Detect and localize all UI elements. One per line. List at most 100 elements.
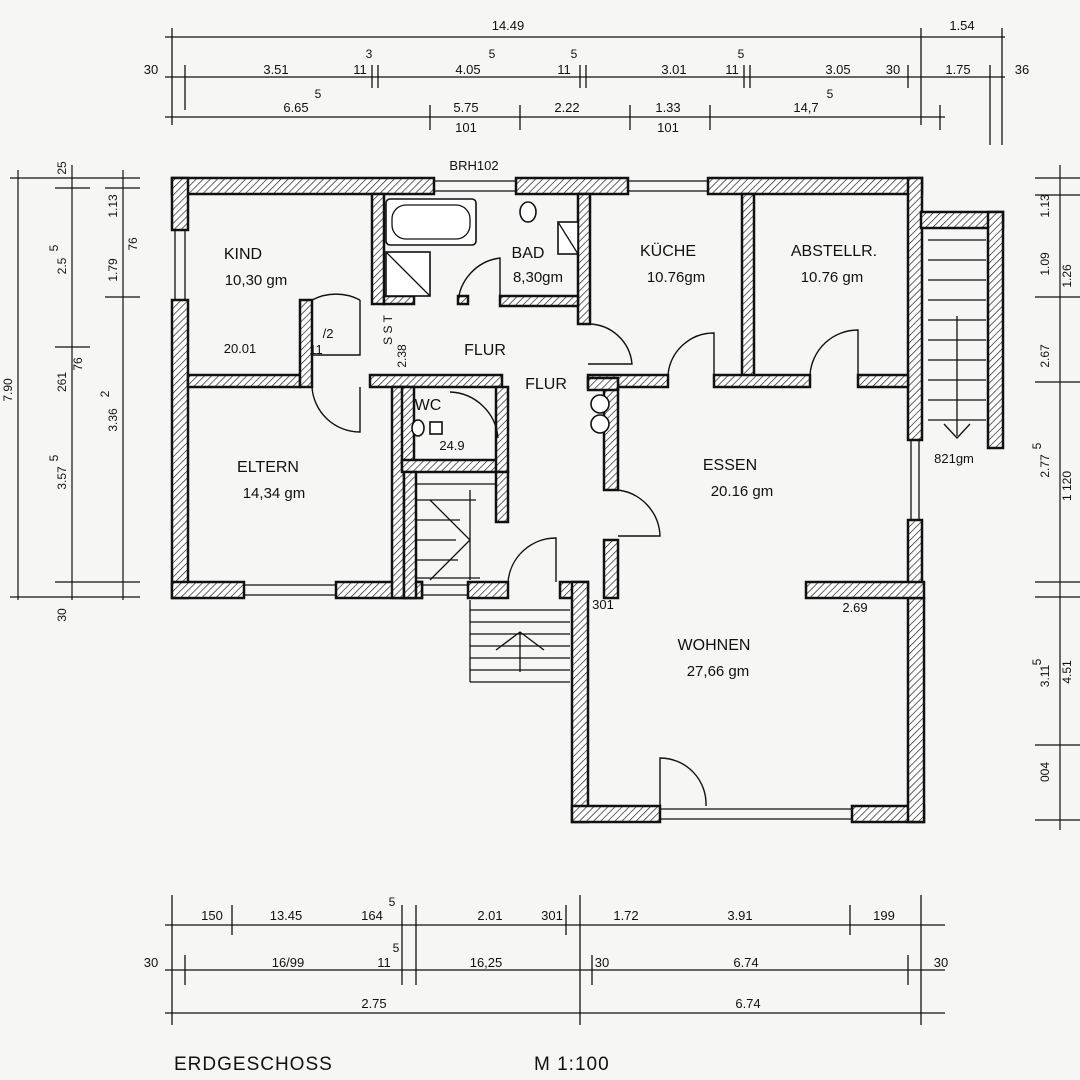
dim-left-sup5b: 5: [47, 454, 61, 461]
dim-top-36: 36: [1015, 62, 1029, 77]
dim-top-4-05: 4.05: [455, 62, 480, 77]
walls: [170, 176, 1005, 824]
dim-top-sup5e: 5: [827, 87, 834, 101]
dim-bottom-164: 164: [361, 908, 383, 923]
label-2-38: 2.38: [395, 344, 409, 368]
room-name-wohnen: WOHNEN: [678, 637, 751, 654]
dim-top-3: 3: [366, 47, 373, 61]
room-area-eltern: 14,34 gm: [243, 485, 306, 502]
dim-top-3-01: 3.01: [661, 62, 686, 77]
dim-left-25: 25: [55, 161, 69, 175]
inner-labels: BRH102 20.01 11 /2 S S T 2.38 301 2.69 8…: [224, 158, 974, 615]
dim-bottom-11: 11: [377, 955, 391, 970]
dim-bottom-2-75: 2.75: [361, 996, 386, 1011]
room-area-wohnen: 27,66 gm: [687, 663, 750, 680]
dim-right-sup5b: 5: [1030, 658, 1044, 665]
room-name-kind: KIND: [224, 246, 262, 263]
dim-right-4-51: 4.51: [1060, 660, 1074, 684]
dim-left-3-36: 3.36: [106, 408, 120, 432]
dim-top-2-22: 2.22: [554, 100, 579, 115]
dim-top-30: 30: [144, 62, 158, 77]
room-area-abstellraum: 10.76 gm: [801, 269, 864, 286]
dim-bottom-150: 150: [201, 908, 223, 923]
dim-left-sup5a: 5: [47, 244, 61, 251]
room-area-bad: 8,30gm: [513, 269, 563, 286]
room-name-abstellraum: ABSTELLR.: [791, 243, 877, 260]
dim-top-overall-right: 1.54: [949, 18, 974, 33]
dim-bottom-301: 301: [541, 908, 563, 923]
room-name-flur: FLUR: [464, 342, 506, 359]
dim-top-30b: 30: [886, 62, 900, 77]
dim-left-3-57: 3.57: [55, 466, 69, 490]
dim-bottom-sup5b: 5: [393, 941, 400, 955]
dim-right-1-120: 1 120: [1060, 471, 1074, 501]
dim-top-sup5a: 5: [489, 47, 496, 61]
label-20-01: 20.01: [224, 341, 257, 356]
dim-top-sup5b: 5: [571, 47, 578, 61]
room-name-eltern: ELTERN: [237, 459, 299, 476]
label-301: 301: [592, 597, 614, 612]
dim-bottom-16-99: 16/99: [272, 955, 305, 970]
dim-left-30: 30: [55, 608, 69, 622]
dim-bottom-30a: 30: [144, 955, 158, 970]
dim-left-76a: 76: [71, 357, 85, 371]
dimension-texts-left: 7.90 30 25 2.5 5 261 76 3.57 5 1.13 1.79…: [1, 161, 140, 622]
dim-top-1-33: 1.33: [655, 100, 680, 115]
dim-top-5-75: 5.75: [453, 100, 478, 115]
dim-bottom-30b: 30: [595, 955, 609, 970]
dimension-texts-bottom: 150 13.45 164 5 2.01 301 1.72 3.91 199 3…: [144, 895, 948, 1011]
room-name-bad: BAD: [512, 245, 545, 262]
room-name-wc: WC: [415, 397, 442, 414]
dim-bottom-1-72: 1.72: [613, 908, 638, 923]
dimension-texts-top: 14.49 1.54 30 3.51 11 3 4.05 5 11 5 3.01…: [144, 18, 1029, 135]
dim-top-11b: 11: [557, 62, 571, 77]
label-2-69: 2.69: [842, 600, 867, 615]
room-area-kueche: 10.76gm: [647, 269, 705, 286]
brh-label: BRH102: [449, 158, 498, 173]
dim-right-1-09: 1.09: [1038, 252, 1052, 276]
dim-bottom-3-91: 3.91: [727, 908, 752, 923]
drawing-scale: M 1:100: [534, 1054, 610, 1075]
dim-top-11a: 11: [353, 62, 367, 77]
dimension-texts-right: 1.13 1.09 1.26 2.67 2.77 5 3.11 5 004 1 …: [1030, 194, 1074, 782]
dim-top-sup5c: 5: [738, 47, 745, 61]
dim-bottom-199: 199: [873, 908, 895, 923]
dim-left-1-13: 1.13: [106, 194, 120, 218]
dim-bottom-6-74a: 6.74: [733, 955, 758, 970]
dim-top-6-65: 6.65: [283, 100, 308, 115]
room-name-kueche: KÜCHE: [640, 242, 696, 260]
dimension-lines-left: [10, 165, 140, 600]
label-2: /2: [323, 326, 334, 341]
dimension-lines-right: [1035, 165, 1080, 830]
room-name-essen: ESSEN: [703, 457, 757, 474]
dim-bottom-13-45: 13.45: [270, 908, 303, 923]
dim-left-1-79: 1.79: [106, 258, 120, 282]
dim-bottom-30c: 30: [934, 955, 948, 970]
drawing-caption: ERDGESCHOSS: [174, 1054, 333, 1075]
dim-top-3-05: 3.05: [825, 62, 850, 77]
toilet-icon: [519, 201, 537, 223]
fixtures: [385, 198, 610, 437]
dim-top-101a: 101: [455, 120, 477, 135]
dimension-lines-bottom: [165, 895, 945, 1025]
room-area-wc: 24.9: [439, 438, 464, 453]
dim-left-76b: 76: [126, 237, 140, 251]
dim-right-2-67: 2.67: [1038, 344, 1052, 368]
dim-bottom-sup5a: 5: [389, 895, 396, 909]
label-11: 11: [309, 342, 323, 357]
dim-right-2-77: 2.77: [1038, 454, 1052, 478]
dim-top-101b: 101: [657, 120, 679, 135]
dim-bottom-16-25: 16,25: [470, 955, 503, 970]
room-area-essen: 20.16 gm: [711, 483, 774, 500]
stairs: [416, 239, 986, 683]
dim-right-1-13: 1.13: [1038, 194, 1052, 218]
doors: [311, 257, 859, 807]
dim-top-11c: 11: [725, 62, 739, 77]
windows: [174, 180, 920, 820]
room-area-kind: 10,30 gm: [225, 272, 288, 289]
dim-bottom-2-01: 2.01: [477, 908, 502, 923]
dim-left-7-90: 7.90: [1, 378, 15, 402]
chimney-icon: [590, 394, 610, 414]
dim-top-3-51: 3.51: [263, 62, 288, 77]
